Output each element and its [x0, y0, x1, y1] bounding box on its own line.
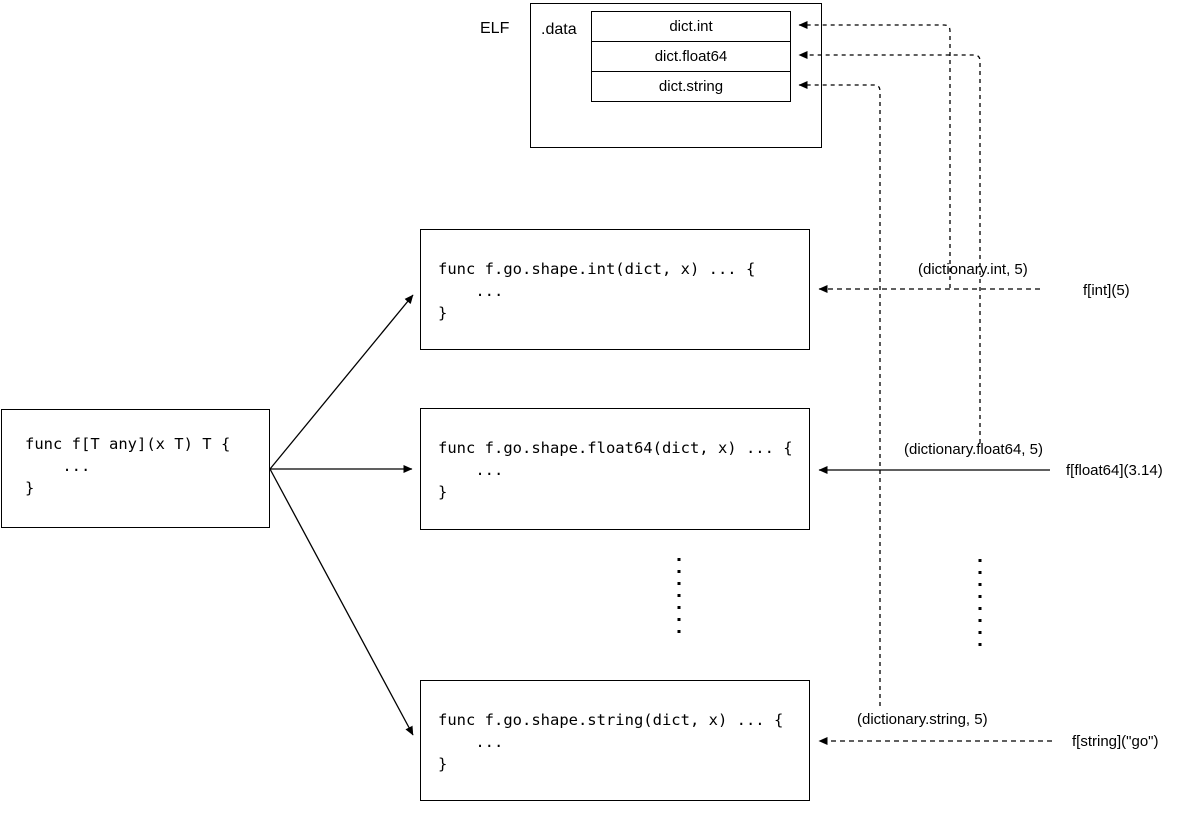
dict-entry-int: dict.int: [592, 12, 790, 42]
shape-func-string-box: func f.go.shape.string(dict, x) ... { ..…: [420, 680, 810, 801]
dict-args-string-label: (dictionary.string, 5): [857, 711, 988, 728]
arrow-dict-ref-string: [798, 81, 881, 706]
arrow-dict-ref-float64: [798, 51, 981, 443]
arrow-generic-to-shape-int: [269, 294, 414, 470]
call-site-int-label: f[int](5): [1083, 282, 1130, 299]
shape-func-int-code: func f.go.shape.int(dict, x) ... { ... }: [438, 260, 756, 322]
arrow-generic-to-shape-string: [269, 468, 414, 736]
dict-entry-float64: dict.float64: [592, 42, 790, 72]
arrow-dict-ref-int: [798, 21, 951, 288]
elf-data-section-label: .data: [541, 21, 577, 38]
dict-stack: dict.int dict.float64 dict.string: [591, 11, 791, 102]
dict-entry-string: dict.string: [658, 78, 724, 95]
call-site-float64-label: f[float64](3.14): [1066, 462, 1163, 479]
shape-func-float64-code: func f.go.shape.float64(dict, x) ... { .…: [438, 439, 793, 501]
dict-args-int-label: (dictionary.int, 5): [918, 261, 1028, 278]
call-site-string-label: f[string]("go"): [1072, 733, 1159, 750]
generic-func-code: func f[T any](x T) T { ... }: [25, 435, 231, 497]
elf-label: ELF: [480, 20, 510, 37]
elf-box: [530, 3, 822, 148]
shape-func-string-code: func f.go.shape.string(dict, x) ... { ..…: [438, 711, 784, 773]
dict-args-float64-label: (dictionary.float64, 5): [904, 441, 1043, 458]
shape-func-float64-box: func f.go.shape.float64(dict, x) ... { .…: [420, 408, 810, 530]
generic-func-box: func f[T any](x T) T { ... }: [1, 409, 270, 528]
shape-func-int-box: func f.go.shape.int(dict, x) ... { ... }: [420, 229, 810, 350]
